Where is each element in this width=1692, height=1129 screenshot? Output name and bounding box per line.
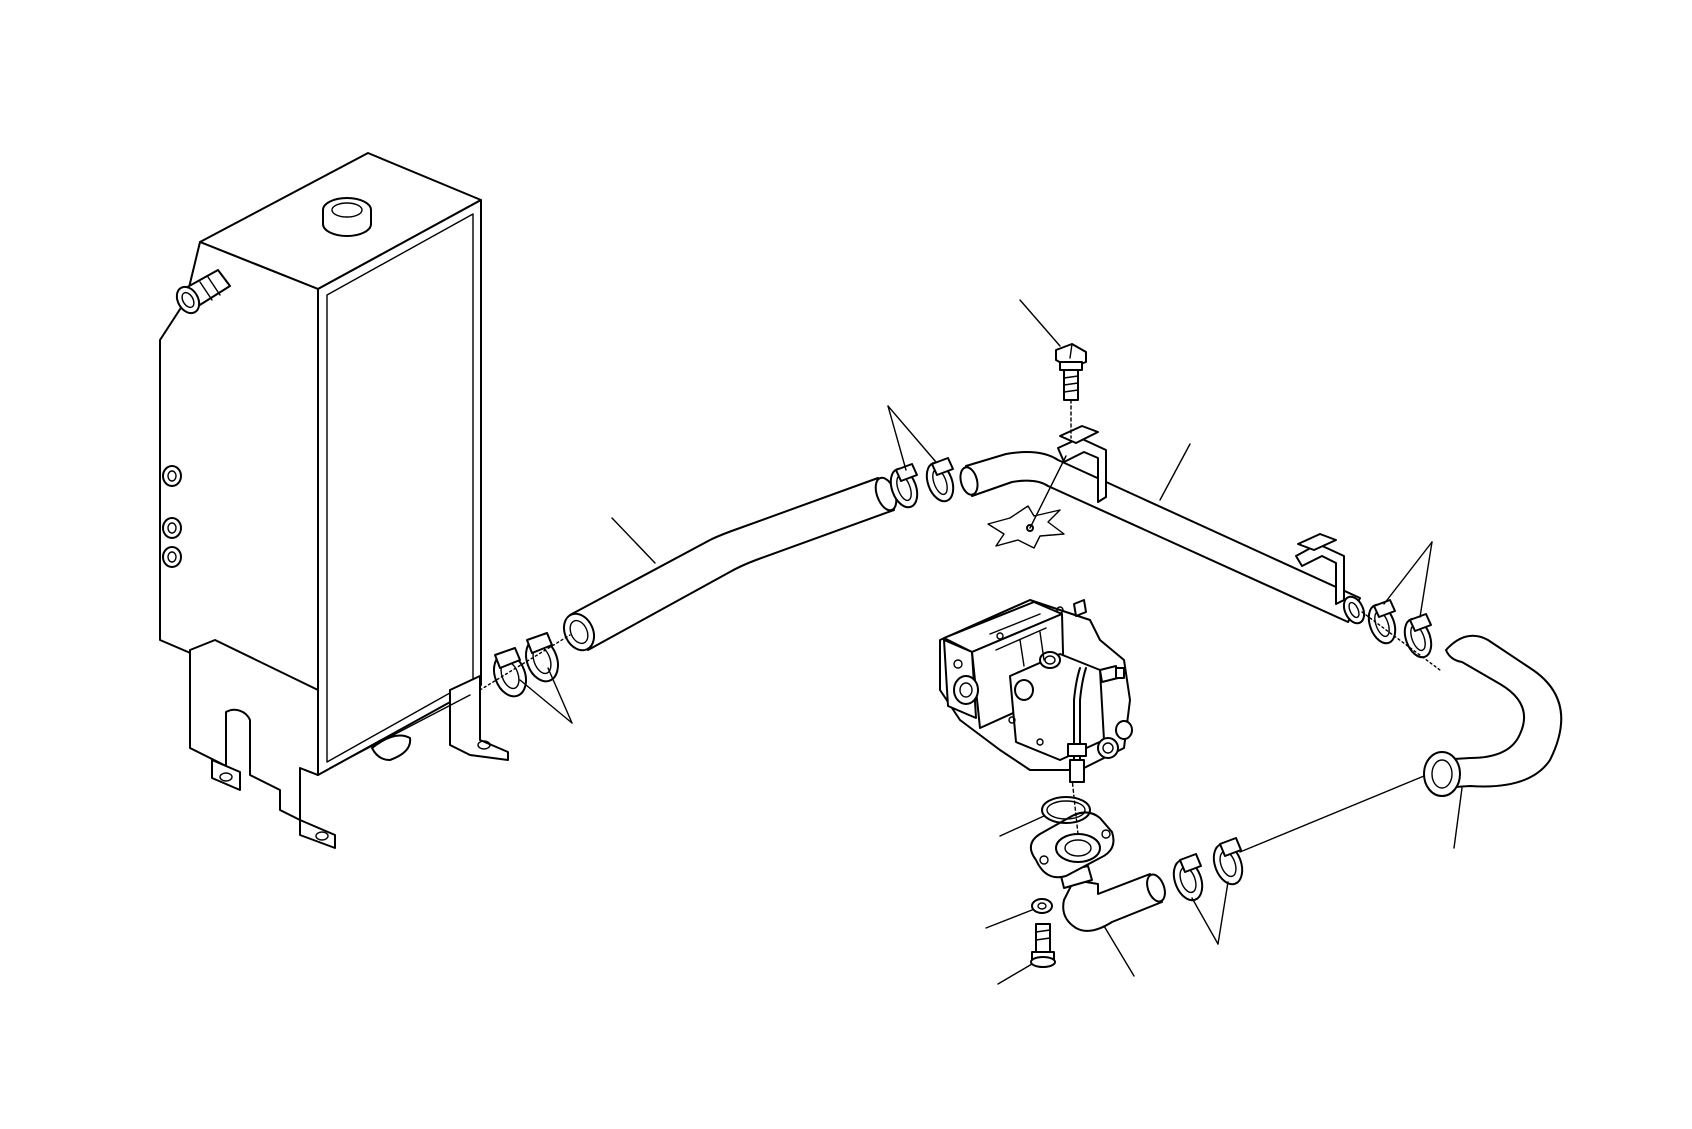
pump-suction-elbow [1059,865,1166,977]
side-ports [162,465,182,568]
clamp-icon [1403,613,1433,659]
hose-clamps-lower-left [493,632,573,724]
washer [985,898,1053,929]
o-ring [999,796,1091,837]
pipe-bracket [1057,425,1107,503]
bottom-bolt [997,923,1056,985]
mount-point-marker [987,455,1067,549]
filler-cap [322,197,372,237]
mounting-bolt [987,299,1087,549]
pipe-bracket [1295,533,1345,605]
bolt-icon [1055,343,1087,401]
hose-clamps-top [887,405,955,509]
bolt-icon [1030,923,1056,968]
hydraulic-tank [159,152,509,849]
clamp-icon [1367,599,1397,645]
clamp-icon [525,632,559,683]
pipe-with-brackets [959,425,1366,625]
side-fitting [175,269,231,315]
tank-support-bracket [189,639,509,849]
clamp-icon [925,457,955,503]
hose-clamps-bottom [1172,837,1244,945]
hydraulic-pump [939,599,1133,783]
u-bend-hose [1239,634,1563,853]
clamp-icon [493,647,527,698]
clamp-icon [889,463,919,509]
clamp-icon [1172,853,1204,902]
hose-clamps-right [1361,541,1441,671]
clamp-icon [1212,837,1244,886]
